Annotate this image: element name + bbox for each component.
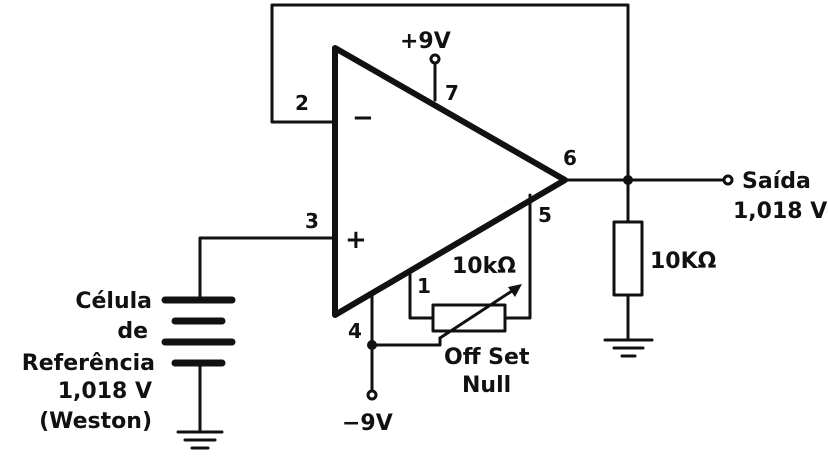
load-resistor-label: 10KΩ — [650, 249, 717, 274]
pin-7-label: 7 — [445, 81, 459, 105]
inverting-sign: − — [352, 103, 374, 133]
negative-supply-label: −9V — [342, 411, 393, 436]
negative-supply-node — [367, 340, 377, 350]
positive-supply-terminal — [429, 53, 441, 65]
noninverting-wire — [198, 236, 337, 302]
positive-supply-label: +9V — [400, 29, 451, 54]
svg-text:Referência: Referência — [22, 351, 155, 376]
noninverting-sign: + — [345, 225, 367, 255]
svg-text:de: de — [117, 319, 148, 344]
op-amp-triangle — [332, 45, 568, 318]
output-terminal — [722, 174, 734, 186]
pin-5-label: 5 — [538, 203, 552, 227]
offset-null-label-1: Off Set — [444, 345, 530, 370]
reference-cell-label: Célula de Referência 1,018 V (Weston) — [22, 289, 155, 434]
ground-icon — [603, 338, 654, 358]
feedback-wire — [270, 3, 630, 182]
svg-text:(Weston): (Weston) — [39, 409, 152, 434]
load-resistor — [612, 220, 644, 297]
pin-4-label: 4 — [348, 319, 362, 343]
negative-supply-terminal — [366, 389, 378, 401]
offset-potentiometer — [431, 303, 507, 333]
output-label: Saída — [742, 169, 811, 194]
offset-null-label-2: Null — [462, 373, 511, 398]
pin-3-label: 3 — [305, 209, 319, 233]
reference-cell-battery — [161, 296, 236, 367]
potentiometer-value: 10kΩ — [452, 254, 516, 279]
svg-text:1,018 V: 1,018 V — [58, 379, 152, 404]
pin-1-label: 1 — [417, 274, 431, 298]
pin-6-label: 6 — [563, 146, 577, 170]
pin-2-label: 2 — [295, 91, 309, 115]
output-value: 1,018 V — [733, 199, 827, 224]
ground-icon — [176, 430, 224, 450]
potentiometer-arrow — [438, 285, 520, 340]
svg-text:Célula: Célula — [75, 289, 152, 314]
